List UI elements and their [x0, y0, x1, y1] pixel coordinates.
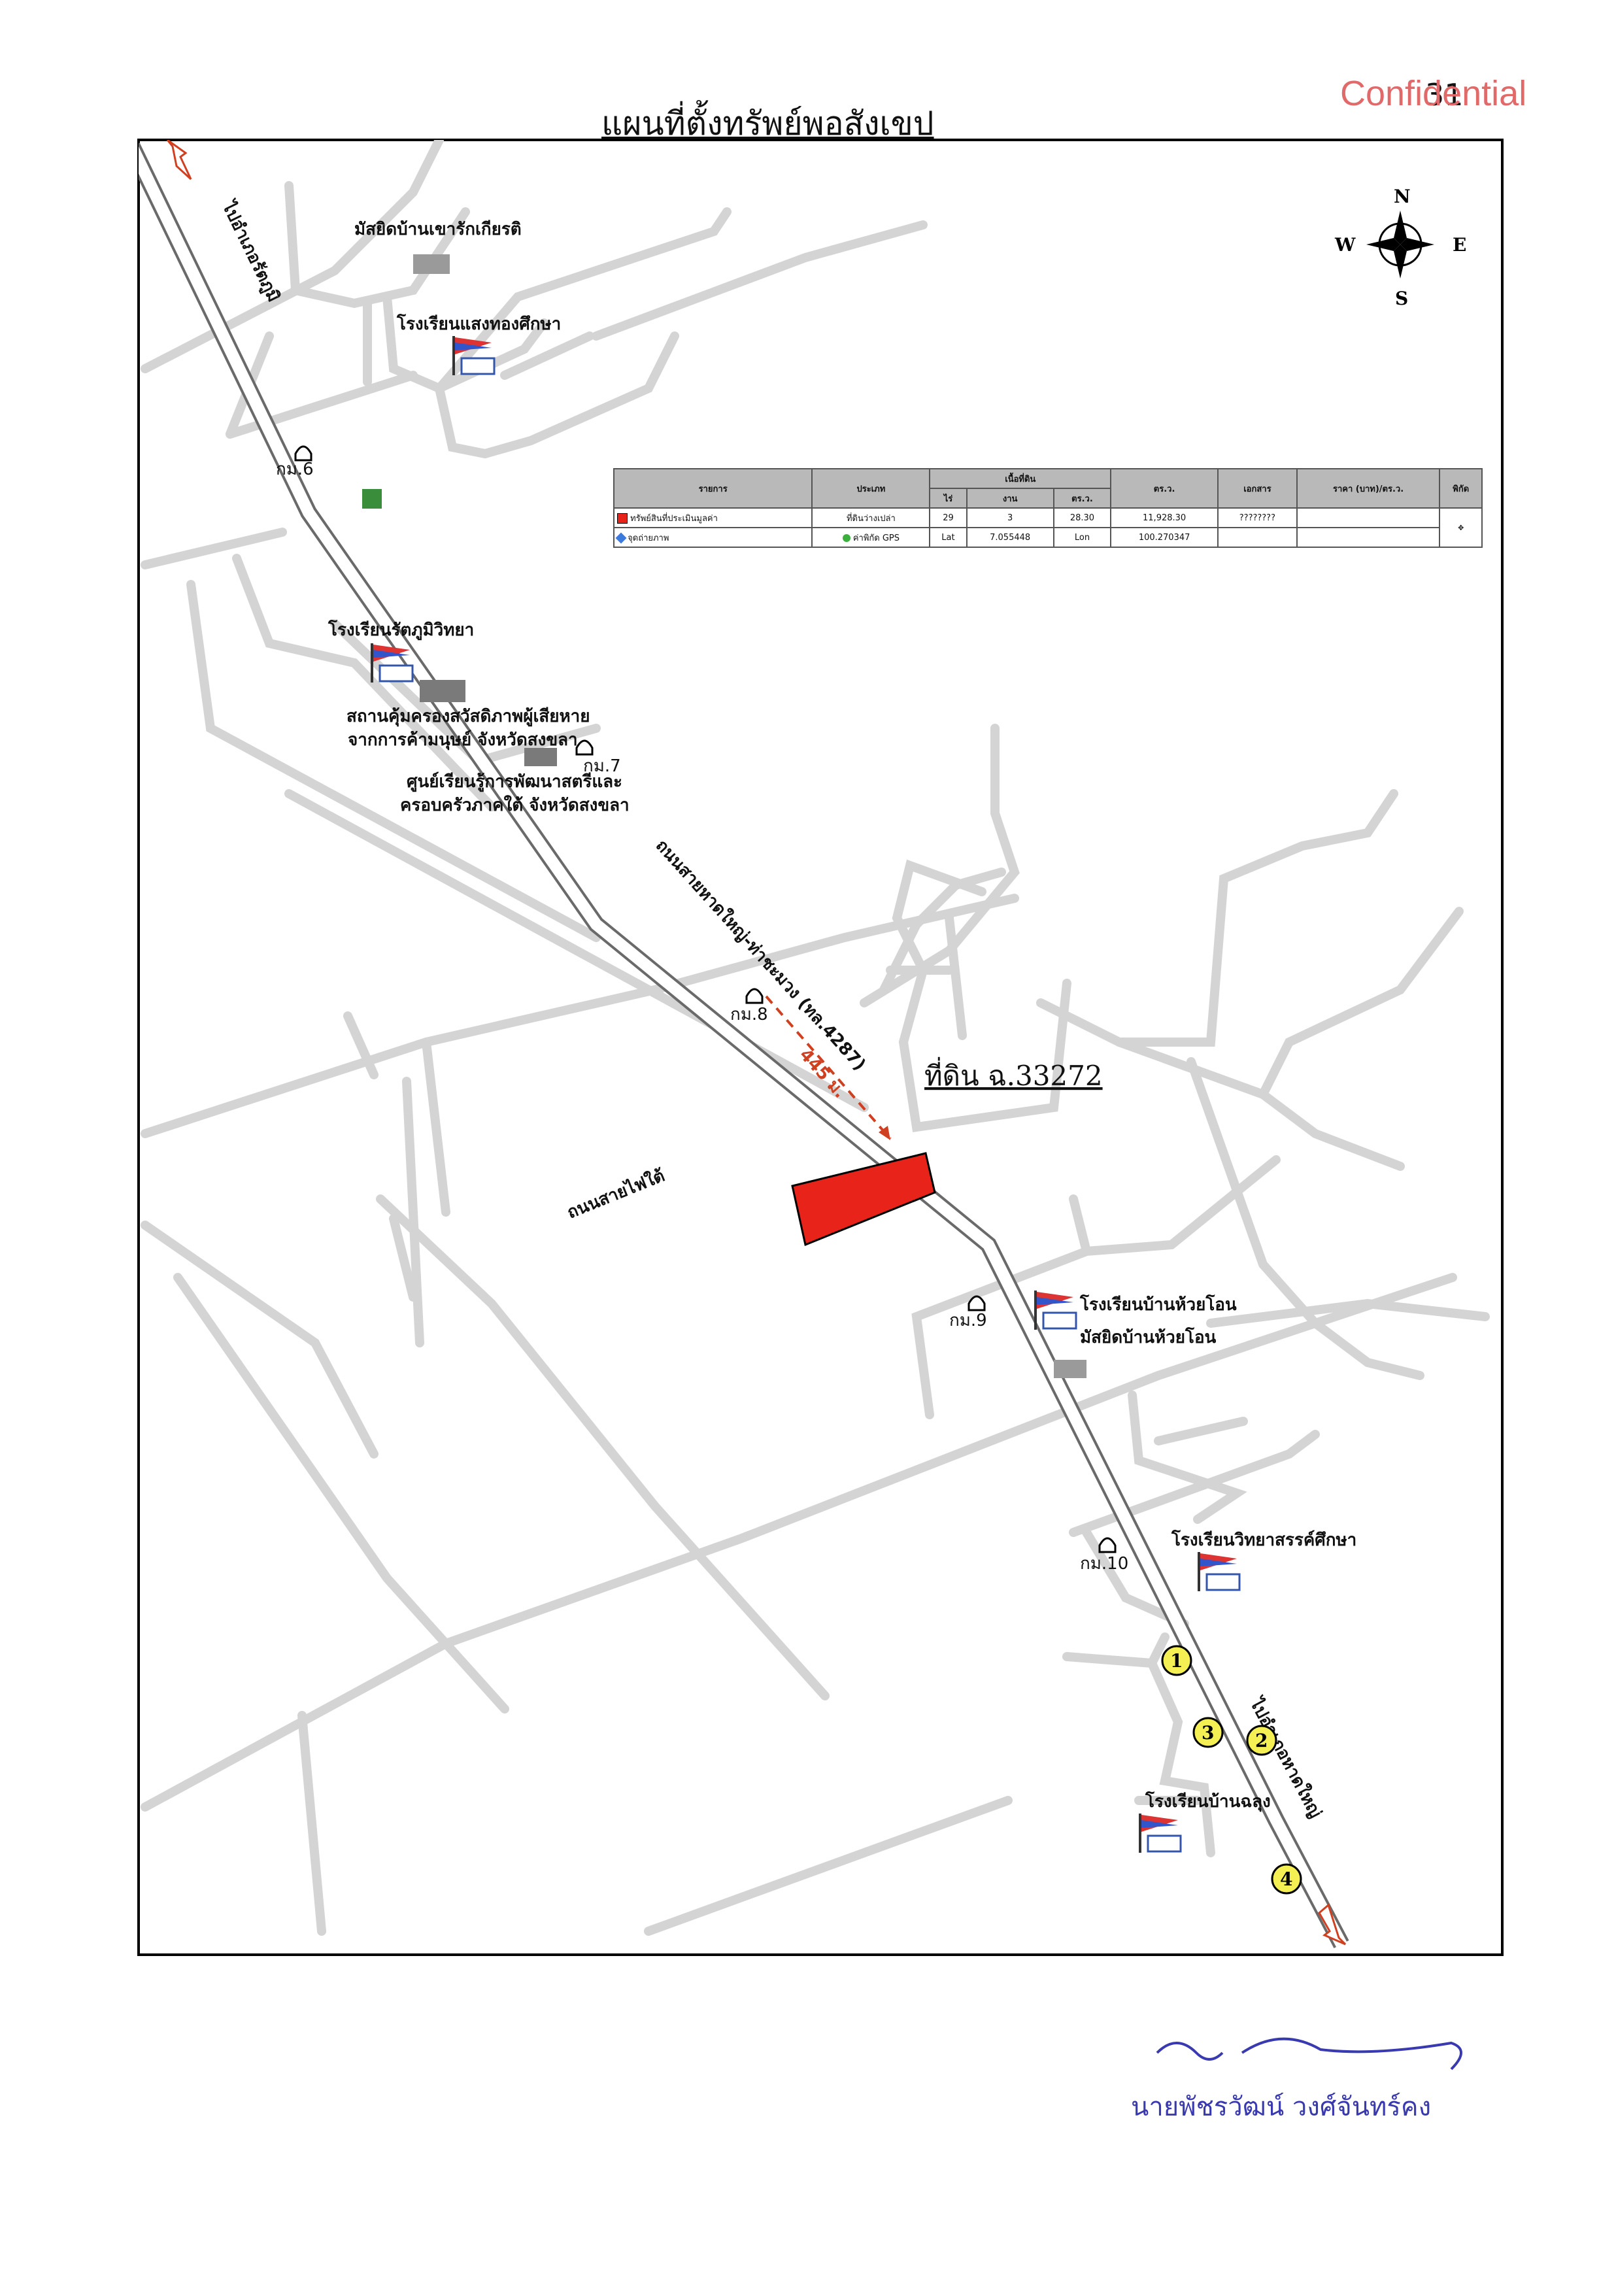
landmark-shelter-line2: จากการค้ามนุษย์ จังหวัดสงขลา	[348, 730, 578, 751]
th-wa: ตร.ว.	[1052, 488, 1112, 509]
distance-arrowhead-icon	[879, 1126, 890, 1140]
svg-text:โรงเรียนบ้านห้วยโอน: โรงเรียนบ้านห้วยโอน	[1079, 1294, 1237, 1315]
signature-scribble	[1156, 2037, 1462, 2070]
th-price: ราคา (บาท)/ตร.ว.	[1296, 468, 1441, 509]
table-row: จุดถ่ายภาพ ค่าพิกัด GPS Lat 7.055448 Lon…	[613, 527, 1482, 548]
th-item: รายการ	[613, 468, 813, 509]
km-post-icon	[294, 445, 312, 462]
landmark-center-line1: ศูนย์เรียนรู้การพัฒนาสตรีและ	[407, 771, 622, 792]
store-7eleven-icon	[362, 489, 382, 509]
shelter-building-icon	[420, 680, 465, 702]
plot-label: ที่ดิน ฉ.33272	[924, 1057, 1103, 1092]
landmark-school-top: โรงเรียนแสงทองศึกษา	[396, 313, 561, 375]
red-square-icon	[617, 513, 628, 524]
th-type: ประเภท	[811, 468, 931, 509]
km-post-icon	[1098, 1537, 1117, 1553]
school-flag-icon	[452, 336, 496, 375]
km-post-icon	[575, 739, 594, 756]
th-rai: ไร่	[929, 488, 968, 509]
km-marker-6: กม.6	[276, 445, 314, 479]
arrow-south-icon	[1318, 1903, 1347, 1946]
compass-w: W	[1334, 234, 1356, 256]
svg-text:กม.8: กม.8	[730, 1005, 768, 1024]
landmark-shelter-line1: สถานคุ้มครองสวัสดิภาพผู้เสียหาย	[346, 707, 590, 727]
diamond-icon	[615, 532, 627, 544]
landmark-mosque-huai: มัสยิดบ้านห้วยโอน	[1080, 1326, 1217, 1347]
photo-point-1[interactable]: 1	[1161, 1645, 1192, 1676]
mosque-icon	[1054, 1360, 1086, 1378]
km-marker-9: กม.9	[949, 1295, 987, 1330]
school-flag-icon	[1139, 1814, 1182, 1853]
school-flag-icon	[1034, 1291, 1077, 1330]
photo-point-3[interactable]: 3	[1192, 1717, 1224, 1748]
km-marker-10: กม.10	[1080, 1537, 1128, 1574]
th-sqwa: ตร.ว.	[1110, 468, 1219, 509]
main-road	[139, 143, 1349, 1949]
svg-text:1: 1	[1170, 1650, 1183, 1672]
compass-rose-icon: N S E W	[1334, 186, 1466, 309]
land-plot[interactable]	[791, 1152, 936, 1247]
svg-text:3: 3	[1202, 1722, 1214, 1744]
property-info-table: รายการ ประเภท เนื้อที่ดิน ตร.ว. เอกสาร ร…	[613, 468, 1483, 548]
compass-e: E	[1453, 234, 1466, 256]
km-post-icon	[968, 1295, 986, 1311]
landmark-center-line2: ครอบครัวภาคใต้ จังหวัดสงขลา	[400, 795, 630, 815]
th-doc: เอกสาร	[1217, 468, 1298, 509]
svg-text:โรงเรียนรัตภูมิวิทยา: โรงเรียนรัตภูมิวิทยา	[328, 619, 474, 641]
svg-text:โรงเรียนบ้านฉลุง: โรงเรียนบ้านฉลุง	[1145, 1791, 1271, 1812]
page-number: 31	[1425, 77, 1464, 112]
map-canvas[interactable]: ไปอำเภอรัตภูมิ ไปอำเภอหาดใหญ่ ถนนสายหาดใ…	[139, 140, 1502, 1955]
confidential-watermark: Confidential	[1340, 74, 1527, 113]
km-post-icon	[745, 988, 764, 1004]
km-marker-7: กม.7	[575, 739, 621, 776]
svg-text:โรงเรียนวิทยาสรรค์ศึกษา: โรงเรียนวิทยาสรรค์ศึกษา	[1171, 1529, 1356, 1550]
road-label-main: ถนนสายหาดใหญ่-ท่าชะมวง (ทล.4287)	[652, 836, 870, 1075]
map-frame	[137, 139, 1504, 1956]
landmark-school-huai: โรงเรียนบ้านห้วยโอน	[1034, 1291, 1237, 1330]
compass-s: S	[1395, 288, 1408, 309]
compass-mini-icon: ✥	[1439, 507, 1483, 548]
compass-n: N	[1394, 186, 1411, 207]
page-title: แผนที่ตั้งทรัพย์พอสังเขป	[601, 105, 934, 143]
landmark-school-witthaya: โรงเรียนวิทยาสรรค์ศึกษา	[1171, 1529, 1356, 1591]
svg-text:2: 2	[1255, 1730, 1268, 1751]
landmark-school-mid: โรงเรียนรัตภูมิวิทยา	[328, 619, 474, 683]
svg-text:4: 4	[1280, 1868, 1292, 1890]
svg-text:มัสยิดบ้านเขารักเกียรติ: มัสยิดบ้านเขารักเกียรติ	[354, 220, 522, 239]
school-flag-icon	[1198, 1552, 1241, 1591]
landmark-school-chalung: โรงเรียนบ้านฉลุง	[1139, 1791, 1271, 1853]
svg-text:กม.6: กม.6	[276, 460, 314, 479]
km-marker-8: กม.8	[730, 988, 768, 1024]
school-flag-icon	[371, 643, 414, 683]
photo-point-2[interactable]: 2	[1246, 1725, 1277, 1756]
gps-dot-icon	[842, 534, 850, 542]
road-label-south: ถนนสายไฟใต้	[564, 1165, 668, 1223]
center-building-icon	[524, 748, 557, 766]
th-area: เนื้อที่ดิน	[929, 468, 1112, 489]
th-ngan: งาน	[966, 488, 1054, 509]
svg-text:กม.9: กม.9	[949, 1311, 987, 1330]
secondary-roads	[141, 140, 1490, 1936]
photo-point-4[interactable]: 4	[1271, 1863, 1302, 1895]
svg-text:กม.7: กม.7	[583, 756, 621, 776]
th-coord: พิกัด	[1439, 468, 1483, 509]
road-label-to-rattaphum: ไปอำเภอรัตภูมิ	[216, 196, 284, 305]
svg-text:โรงเรียนแสงทองศึกษา: โรงเรียนแสงทองศึกษา	[396, 313, 561, 334]
mosque-icon	[413, 254, 450, 274]
distance-line	[765, 995, 892, 1140]
landmark-mosque-top: มัสยิดบ้านเขารักเกียรติ	[354, 220, 522, 274]
arrow-north-icon	[166, 140, 192, 180]
table-row: ทรัพย์สินที่ประเมินมูลค่า ที่ดินว่างเปล่…	[613, 507, 1483, 548]
signature-name: นายพัชรวัฒน์ วงศ์จันทร์คง	[1131, 2092, 1432, 2122]
svg-text:กม.10: กม.10	[1080, 1554, 1128, 1574]
